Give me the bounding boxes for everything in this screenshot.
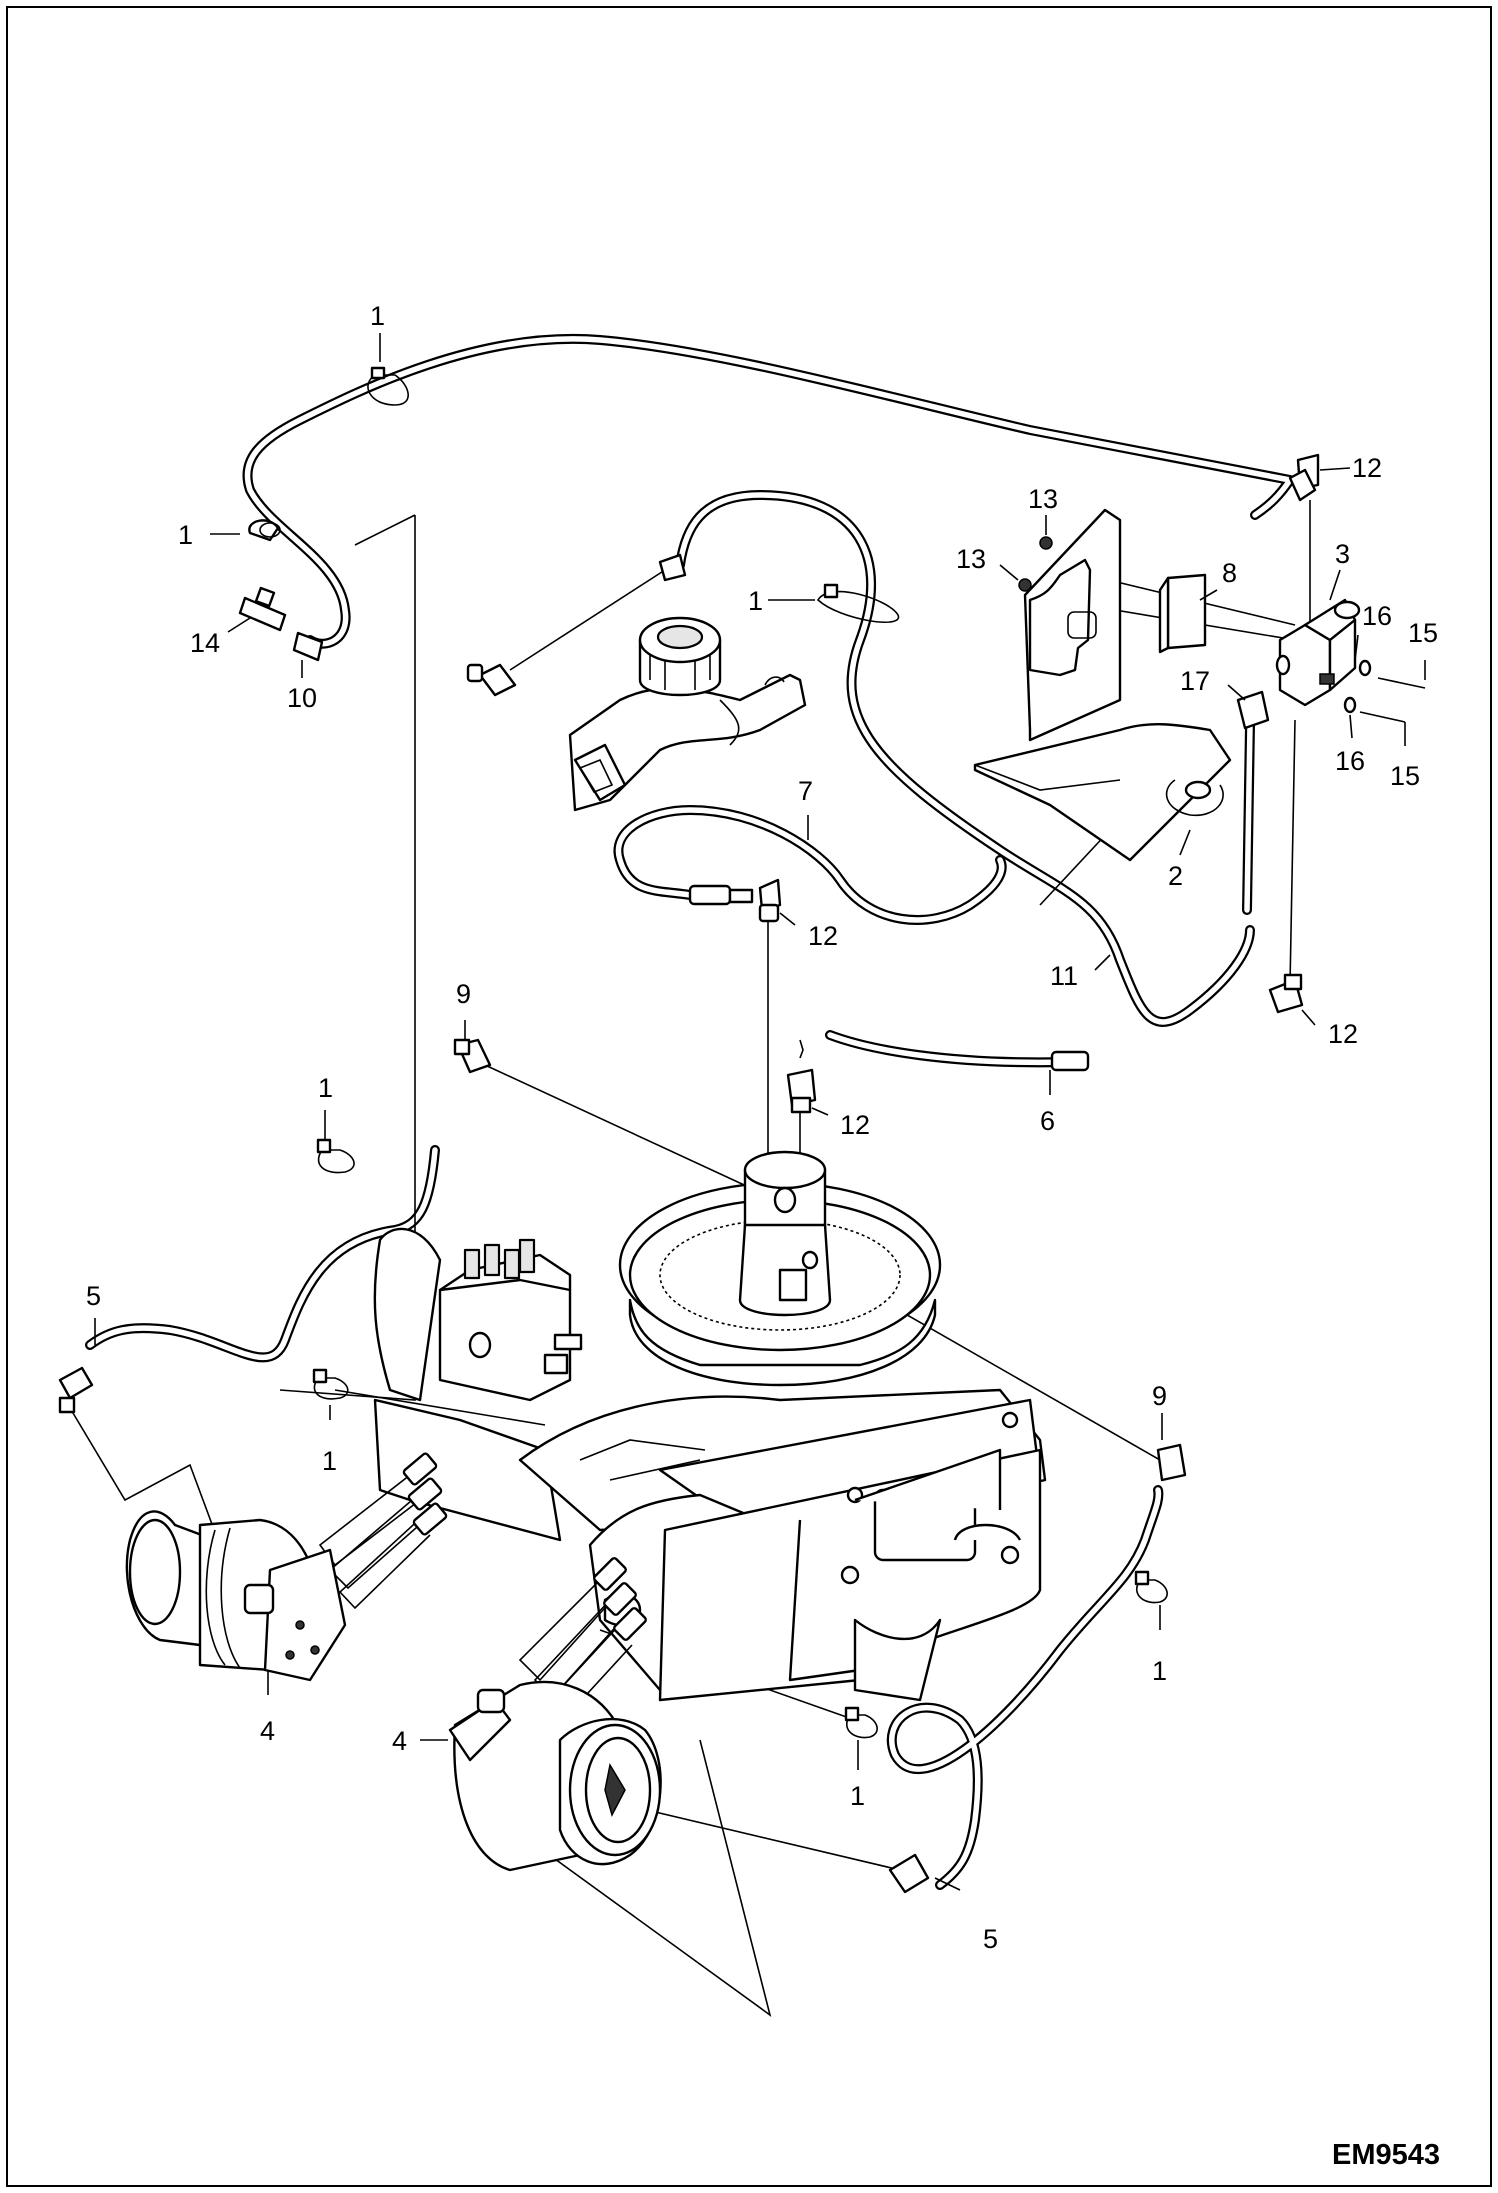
centerline-top-diagonal (354, 514, 416, 546)
control-valve-block (373, 1227, 583, 1402)
callout-1-bottom: 1 (850, 1781, 865, 1811)
hose-7-outline (613, 805, 1007, 925)
drawing-border (6, 6, 1492, 2187)
callout12-right-vertical (1289, 719, 1296, 986)
clamp-1-valve (312, 1368, 349, 1400)
hose-7 (618, 810, 1001, 920)
callout-10: 10 (287, 683, 317, 713)
callout-labels: 1 1 14 10 1 13 13 8 12 3 16 15 17 16 15 … (86, 301, 1438, 1954)
clamp-1-right (1134, 1570, 1168, 1604)
elbow-fitting-12-mid (758, 878, 782, 923)
callout-13-b: 13 (956, 544, 986, 574)
callout-1-valve: 1 (322, 1446, 337, 1476)
elbow-fitting-12-right (1268, 973, 1304, 1014)
callout-16-a: 16 (1362, 601, 1392, 631)
callout-1-reservoir: 1 (748, 586, 763, 616)
hose-strokes (85, 333, 1295, 1890)
elbow-fitting-9-right (1156, 1443, 1187, 1482)
reservoir-return-hose-fill (677, 492, 1253, 1025)
hose-5-left-fill (87, 1147, 438, 1361)
callout-1-left: 1 (178, 520, 193, 550)
bolt-15-a (1377, 677, 1426, 689)
hose-end-5-left (58, 1366, 94, 1414)
nut-13-a (1039, 536, 1053, 550)
reservoir-inlet-fitting (466, 553, 687, 697)
callout-12-lower: 12 (840, 1110, 870, 1140)
clamp-1-top (367, 366, 409, 406)
tee-fitting-14 (238, 586, 287, 632)
hose-6-fill (827, 1032, 1073, 1066)
drive-motor-lower (448, 1680, 662, 1872)
drive-motor-left (125, 1510, 347, 1682)
undercarriage-frame (373, 1388, 1047, 1702)
clamp-2 (1165, 779, 1224, 817)
callout-3: 3 (1335, 539, 1350, 569)
callout-8: 8 (1222, 558, 1237, 588)
callout-4-left: 4 (260, 1716, 275, 1746)
callout-15-a: 15 (1408, 618, 1438, 648)
line-1-valve (334, 1389, 546, 1426)
reservoir-fitting-line (509, 569, 666, 671)
hose-5-right-fill (889, 1487, 1162, 1888)
callout-leaders (94, 333, 1426, 1891)
hose-connector-7 (688, 884, 754, 906)
elbow-fitting-9-left (453, 1038, 492, 1074)
callout-17: 17 (1180, 666, 1210, 696)
elbow-fitting-12-lower (786, 1068, 817, 1114)
callout-11: 11 (1050, 961, 1078, 991)
o-ring-16-b (1343, 696, 1357, 714)
figure-code: EM9543 (1332, 2139, 1440, 2171)
callout-1-mid-left: 1 (318, 1073, 333, 1103)
clamp-1-bottom (844, 1706, 878, 1739)
motor-hose-bundle-right (518, 1557, 647, 1720)
clamp-1-mid-left (316, 1138, 355, 1174)
callout-12-right: 12 (1328, 1019, 1358, 1049)
hose-11-fill (1244, 722, 1253, 913)
elbow-fitting-12-top (1288, 453, 1320, 502)
hose-connector-6 (1050, 1050, 1090, 1072)
elbow-fitting-17 (1236, 690, 1270, 730)
callout-14: 14 (190, 628, 220, 658)
callout-12-mid: 12 (808, 921, 838, 951)
line-lower-motor (514, 1739, 772, 2017)
centerline-upper-left (279, 515, 416, 1401)
callout-16-b: 16 (1335, 746, 1365, 776)
callout-2: 2 (1168, 861, 1183, 891)
callout-5-bottom: 5 (983, 1924, 998, 1954)
nut-13-b (1018, 578, 1032, 592)
hose-end-5-bottom (888, 1853, 930, 1894)
reservoir-filler-cap (638, 616, 722, 697)
line-9-left (484, 1064, 756, 1191)
callout-4-lower: 4 (392, 1726, 407, 1756)
clamp-1-left (248, 519, 281, 542)
callout-9-right: 9 (1152, 1381, 1167, 1411)
callout-12-top: 12 (1352, 453, 1382, 483)
hydraulic-reservoir (568, 616, 807, 812)
callout-15-b: 15 (1390, 761, 1420, 791)
hose6-end (799, 1039, 804, 1059)
hose-end-10 (292, 631, 324, 662)
callout-13-a: 13 (1028, 484, 1058, 514)
callout-9-left: 9 (456, 979, 471, 1009)
upper-long-hose-fill (244, 336, 1293, 647)
mounting-plate (973, 508, 1232, 862)
callout-1-top: 1 (370, 301, 385, 331)
hose-7-fill (615, 807, 1005, 923)
o-ring-16-a (1358, 659, 1372, 677)
shuttle-valve-3 (1275, 598, 1361, 707)
bracket-8 (1158, 573, 1207, 654)
bolt-15-b (1359, 711, 1406, 723)
callout-6: 6 (1040, 1106, 1055, 1136)
callout-7: 7 (798, 776, 813, 806)
rotary-swivel (738, 1150, 832, 1317)
callout-1-right: 1 (1152, 1656, 1167, 1686)
callout-5-left: 5 (86, 1281, 101, 1311)
clamp-1-reservoir (816, 583, 900, 623)
